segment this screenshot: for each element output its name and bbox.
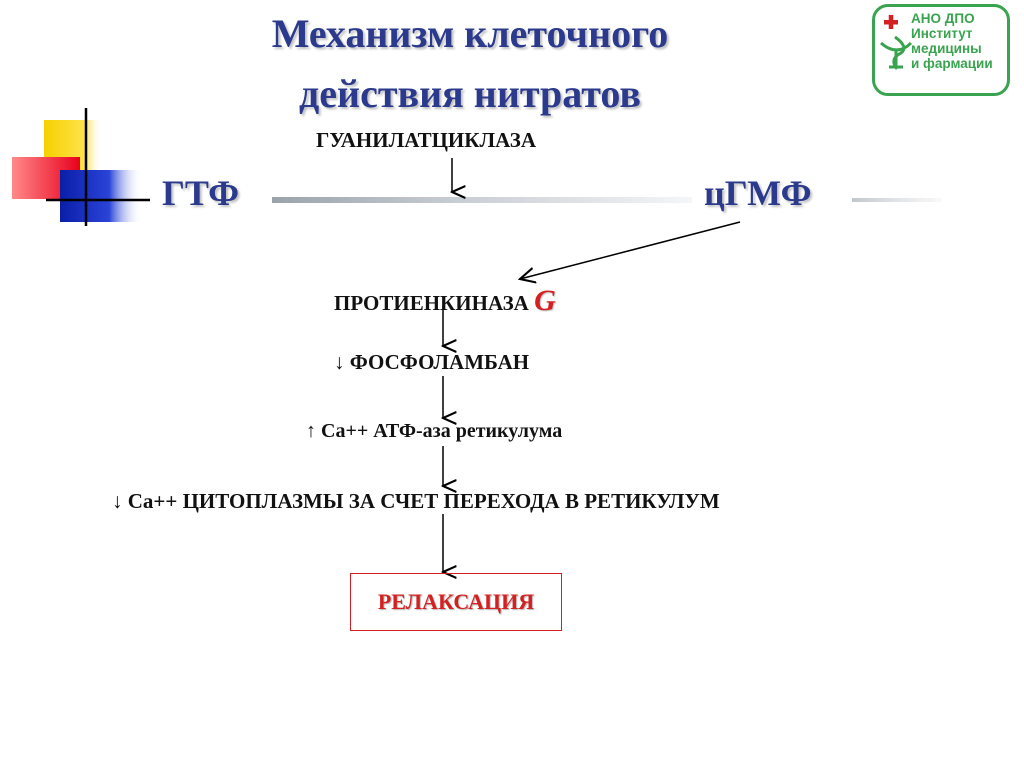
title-line-1: Механизм клеточного: [271, 11, 669, 56]
result-box: РЕЛАКСАЦИЯ: [350, 573, 562, 631]
title-line-2: действия нитратов: [299, 71, 641, 116]
logo-line-3: медицины: [911, 41, 982, 56]
trailing-bar: [852, 198, 942, 202]
logo-line-1: АНО ДПО: [911, 11, 975, 26]
bowl-of-hygieia-icon: [880, 35, 913, 70]
institute-logo: АНО ДПО Институт медицины и фармации: [872, 4, 1010, 96]
kinase-label: ПРОТИЕНКИНАЗА: [334, 291, 529, 315]
red-cross-icon: [884, 15, 898, 29]
logo-line-2: Институт: [911, 26, 973, 41]
kinase-suffix: G: [534, 284, 556, 317]
logo-graphics: [880, 15, 913, 70]
step-atpase: ↑ Са++ АТФ-аза ретикулума: [306, 420, 563, 442]
substrate-label: ГТФ: [162, 173, 240, 213]
logo-line-4: и фармации: [911, 56, 993, 71]
slide-title: Механизм клеточного действия нитратов: [160, 4, 780, 124]
product-label: цГМФ: [704, 173, 812, 213]
result-label: РЕЛАКСАЦИЯ: [377, 589, 535, 614]
blue-square: [60, 170, 142, 222]
gtp-to-cgmp-bar: [272, 197, 692, 203]
kinase-row: ПРОТИЕНКИНАЗА G: [334, 284, 556, 318]
step-phospholamban: ↓ ФОСФОЛАМБАН: [334, 350, 530, 374]
decorative-squares: [12, 108, 150, 226]
step-calcium: ↓ Са++ ЦИТОПЛАЗМЫ ЗА СЧЕТ ПЕРЕХОДА В РЕТ…: [112, 489, 720, 513]
enzyme-label: ГУАНИЛАТЦИКЛАЗА: [316, 128, 537, 152]
cgmp-to-kinase-arrow: [520, 221, 741, 279]
logo-text: АНО ДПО Институт медицины и фармации: [911, 11, 1009, 71]
